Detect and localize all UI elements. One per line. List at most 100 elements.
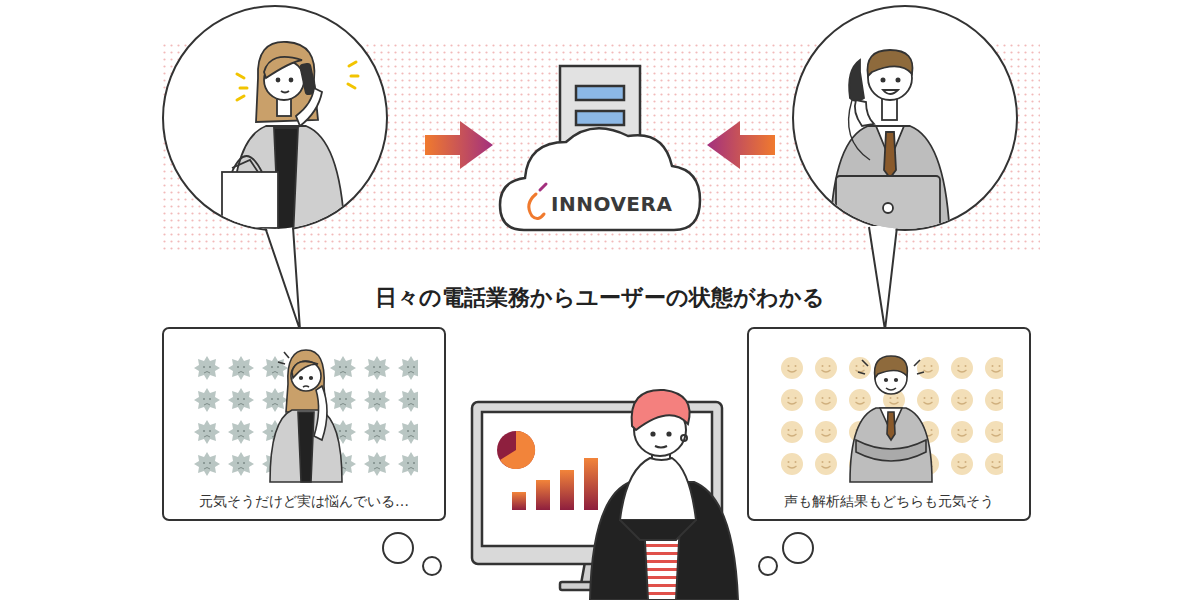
caller-woman-part	[296, 88, 322, 126]
confident-man-part	[858, 372, 865, 374]
left-circle-part	[163, 6, 387, 230]
right-result-box	[748, 328, 1030, 520]
thought-bubbles-part	[383, 533, 413, 563]
thought-bubbles-part	[759, 557, 777, 575]
analysis-chart-part	[500, 431, 535, 469]
right-result-box-part	[748, 328, 1030, 520]
caller-man-part	[867, 50, 912, 76]
cloud-part	[500, 128, 700, 230]
caller-man-part	[849, 60, 864, 101]
caller-man-part	[836, 176, 940, 242]
analyst-woman-part	[651, 432, 654, 435]
worried-woman-part	[298, 412, 314, 482]
caller-man-part	[883, 90, 898, 94]
sound-marks-part	[351, 75, 358, 78]
confident-man-part	[856, 440, 926, 461]
caller-woman-part	[222, 172, 278, 228]
left-result-box	[163, 328, 445, 520]
right-result-box-part	[775, 352, 1003, 482]
analyst-woman-part	[655, 446, 667, 448]
analyst-woman-part	[632, 390, 690, 430]
confident-man-part	[895, 379, 898, 382]
caption-text: 声も解析結果もどちらも元気そう	[784, 493, 994, 511]
worried-woman-part	[284, 352, 289, 358]
analysis-chart-part	[584, 458, 598, 510]
logo-text: INNOVERA	[551, 192, 672, 216]
dot-background-part	[160, 40, 1040, 252]
caller-man-part	[882, 98, 897, 120]
analysis-chart-part	[497, 431, 535, 469]
cloud	[500, 128, 700, 230]
sound-marks-part	[237, 96, 244, 100]
caller-man-part	[855, 100, 874, 126]
sound-marks-part	[349, 62, 356, 66]
caller-woman-part	[264, 57, 302, 78]
analysis-chart-part	[536, 480, 550, 510]
analyst-woman-part	[620, 458, 696, 520]
thought-bubbles-part	[423, 557, 441, 575]
confident-man-part	[875, 356, 908, 378]
right-circle	[793, 6, 1017, 330]
analysis-chart-part	[512, 492, 526, 510]
caller-woman-part	[277, 79, 280, 82]
analyst-woman-part	[667, 432, 670, 435]
caller-man-part	[896, 78, 899, 81]
confident-man	[850, 356, 932, 482]
result-box: 元気そうだけど実は悩んでいる…	[163, 328, 445, 520]
diagram-title: 日々の電話業務からユーザーの状態がわかる	[0, 283, 1200, 313]
left-result-box-part	[163, 328, 445, 520]
analysis-chart-part	[560, 470, 574, 510]
dot-background	[160, 40, 1040, 252]
caller-man-part	[881, 78, 884, 81]
confident-man-part	[914, 360, 920, 366]
confident-man-part	[862, 360, 868, 366]
result-box: 声も解析結果もどちらも元気そう	[748, 328, 1030, 520]
caller-woman-part	[281, 91, 289, 93]
confident-man-part	[885, 379, 888, 382]
flow-arrows-part	[707, 121, 775, 169]
right-circle-part	[870, 226, 896, 330]
confident-man-part	[850, 408, 932, 482]
confident-man-part	[886, 388, 896, 390]
thought-bubbles-part	[783, 533, 813, 563]
logo-phone-icon-part	[540, 184, 546, 190]
worried-woman	[270, 350, 342, 482]
caption-text: 元気そうだけど実は悩んでいる…	[199, 493, 409, 511]
logo-phone-icon	[529, 184, 546, 219]
confident-man-part	[917, 372, 924, 374]
thought-bubbles	[383, 533, 813, 575]
caller-woman-part	[290, 79, 293, 82]
worried-woman-part	[300, 377, 303, 380]
worried-woman-part	[292, 361, 318, 378]
caller-man-part	[884, 132, 896, 178]
worried-woman-part	[270, 410, 342, 482]
flow-arrows-part	[425, 121, 493, 169]
left-circle-part	[266, 226, 300, 330]
sound-marks-part	[240, 87, 247, 90]
left-circle	[163, 6, 387, 330]
caller-woman-part	[232, 156, 262, 172]
worried-woman-part	[314, 386, 327, 440]
analyst-woman-part	[681, 435, 687, 441]
left-circle-part	[265, 227, 300, 330]
logo-node: INNOVERA	[551, 192, 672, 216]
left-result-box-part	[190, 352, 418, 482]
analysis-chart	[497, 431, 598, 510]
worried-woman-part	[291, 361, 321, 391]
worried-woman-part	[303, 386, 309, 387]
logo-phone-icon-part	[529, 194, 544, 219]
server-part	[576, 86, 624, 100]
analyst-woman-part	[620, 520, 696, 540]
worried-woman-part	[278, 362, 285, 364]
right-circle-part	[869, 227, 897, 330]
server-part	[576, 111, 624, 125]
title-text: 日々の電話業務からユーザーの状態がわかる	[369, 285, 831, 310]
worried-woman-part	[310, 377, 313, 380]
analyst-woman	[590, 390, 738, 600]
caller-man-part	[883, 203, 893, 213]
confident-man-part	[887, 412, 895, 440]
sound-marks-part	[237, 74, 244, 78]
caller-woman	[222, 42, 345, 240]
sound-marks	[237, 62, 823, 100]
